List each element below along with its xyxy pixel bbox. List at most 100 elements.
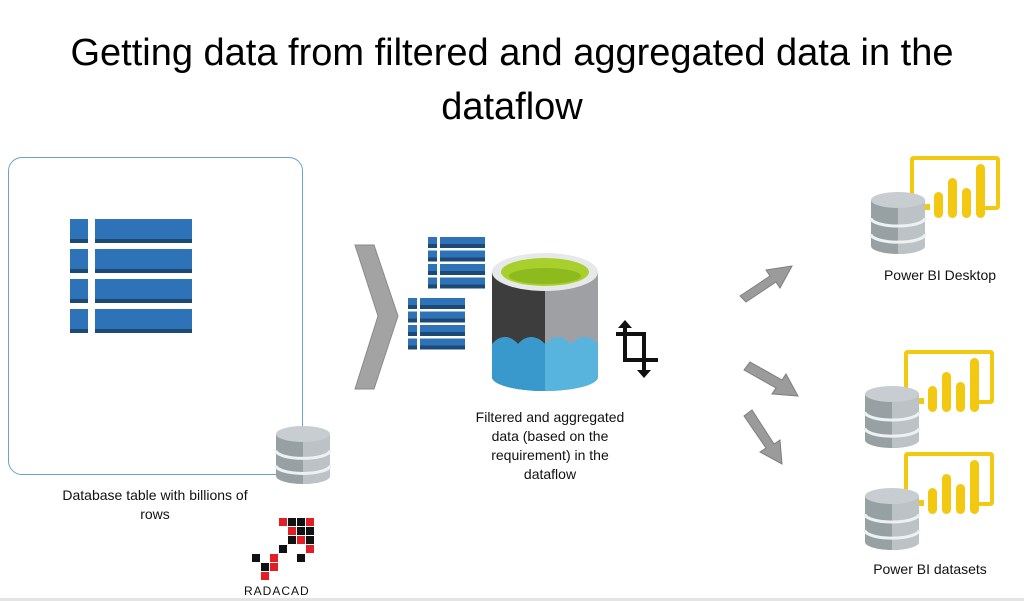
database-band: [863, 427, 921, 438]
powerbi-connector: [922, 204, 930, 210]
database-top: [276, 426, 330, 442]
arrow-up-right-icon: [739, 265, 793, 303]
logo-square: [306, 536, 314, 544]
table-row-shadow: [440, 244, 485, 248]
chevron-arrow-icon: [354, 244, 399, 390]
powerbi-bar: [962, 188, 971, 218]
table-row-shadow: [95, 329, 192, 333]
source-table-box: [8, 157, 303, 475]
table-row: [440, 250, 485, 262]
transform-icon: [616, 320, 658, 378]
arrow-down-right-icon: [743, 361, 799, 397]
target-label-datasets: Power BI datasets: [873, 561, 987, 577]
powerbi-bar: [928, 386, 937, 412]
dataflow-label-line-4: dataflow: [523, 466, 577, 482]
table-row: [420, 298, 465, 309]
dataflow-label: Filtered and aggregated data (based on t…: [440, 408, 660, 484]
powerbi-database-icon: [863, 452, 994, 550]
logo-square: [279, 545, 287, 553]
logo-square: [297, 518, 305, 526]
powerbi-bar: [928, 488, 937, 514]
table-row-shadow: [440, 271, 485, 275]
table-row-shadow: [420, 345, 465, 350]
powerbi-bar: [956, 382, 965, 412]
table-row-shadow: [95, 299, 192, 303]
powerbi-bar: [942, 474, 951, 514]
powerbi-bar: [942, 372, 951, 412]
powerbi-database-icon: [863, 350, 994, 448]
powerbi-bar: [970, 460, 979, 514]
logo-square: [297, 554, 305, 562]
logo-square: [261, 563, 269, 571]
logo-square: [306, 518, 314, 526]
source-label: Database table with billions of rows: [30, 486, 280, 524]
table-cell-shadow: [70, 299, 88, 303]
database-top: [871, 192, 925, 208]
table-row: [440, 264, 485, 275]
powerbi-connector: [916, 500, 924, 506]
logo-square: [270, 563, 278, 571]
table-row-shadow: [420, 305, 465, 309]
logo-square: [297, 536, 305, 544]
table-cell-shadow: [428, 257, 437, 262]
table-cell: [70, 279, 88, 303]
logo-square: [297, 527, 305, 535]
table-cell: [70, 309, 88, 333]
table-cell-shadow: [428, 271, 437, 275]
page-title: Getting data from filtered and aggregate…: [0, 26, 1024, 134]
database-top: [865, 488, 919, 504]
database-icon: [274, 426, 332, 484]
title-line-2: dataflow: [441, 86, 583, 128]
table-cell-shadow: [408, 318, 417, 323]
table-cell: [428, 250, 437, 262]
target-label-desktop: Power BI Desktop: [883, 267, 997, 283]
table-cell-shadow: [428, 284, 437, 289]
table-cell-shadow: [408, 345, 417, 350]
powerbi-frame: [910, 156, 1000, 210]
database-band: [869, 233, 927, 244]
logo-square: [279, 518, 287, 526]
logo-square: [288, 536, 296, 544]
table-row-shadow: [440, 257, 485, 262]
table-cell: [408, 338, 417, 350]
logo-square: [306, 545, 314, 553]
table-cell-shadow: [408, 305, 417, 309]
arrow-down-icon: [743, 409, 783, 465]
table-row-shadow: [95, 239, 192, 243]
table-icon: [428, 237, 485, 289]
table-row-shadow: [95, 269, 192, 273]
table-cell: [428, 237, 437, 248]
powerbi-connector: [916, 398, 924, 404]
database-band: [274, 449, 332, 460]
database-band: [869, 217, 927, 228]
table-cell: [70, 249, 88, 273]
table-cell-shadow: [70, 329, 88, 333]
table-row: [420, 311, 465, 323]
table-icon: [408, 298, 465, 350]
table-cell-shadow: [408, 332, 417, 336]
radacad-logo-icon: [252, 518, 314, 580]
table-cell: [408, 298, 417, 309]
table-cell-shadow: [70, 269, 88, 273]
database-band: [863, 529, 921, 540]
radacad-logo-text: RADACAD: [244, 584, 310, 598]
table-row: [440, 237, 485, 248]
powerbi-database-icon: [869, 156, 1000, 254]
table-cell: [408, 325, 417, 336]
database-band: [274, 465, 332, 475]
table-row-shadow: [420, 332, 465, 336]
table-cell: [408, 311, 417, 323]
source-label-line-2: rows: [140, 506, 170, 522]
title-line-1: Getting data from filtered and aggregate…: [70, 32, 954, 74]
table-row-shadow: [440, 284, 485, 289]
database-band: [863, 513, 921, 524]
powerbi-bar: [948, 178, 957, 218]
dataflow-label-line-1: Filtered and aggregated: [475, 409, 625, 425]
dataflow-label-line-2: data (based on the: [491, 428, 609, 444]
table-cell: [70, 219, 88, 243]
table-row-shadow: [420, 318, 465, 323]
logo-square: [288, 527, 296, 535]
dataflow-storage-icon: [492, 253, 598, 391]
table-icon: [70, 219, 192, 333]
powerbi-bar: [934, 192, 943, 218]
